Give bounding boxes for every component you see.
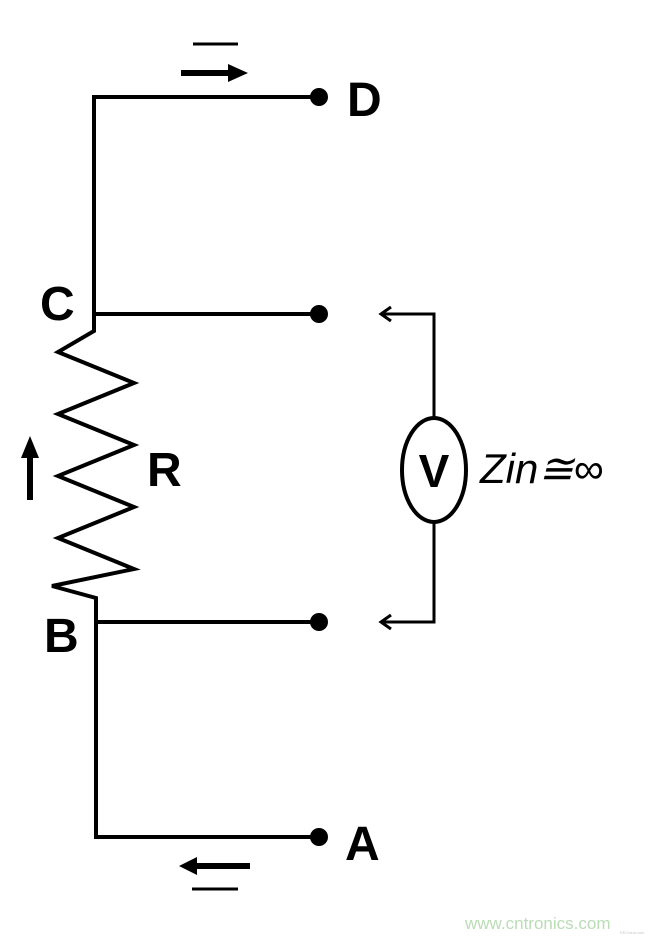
voltmeter-symbol: V [419,445,450,497]
voltmeter [400,416,468,524]
terminal-a [310,828,328,846]
resistor-label: R [147,444,182,497]
current-arrow-resistor [21,436,39,500]
node-label-a: A [345,818,380,871]
watermark: www.cntronics.com [464,914,610,933]
wire-c-to-d [92,95,320,316]
current-arrow-bottom [179,857,250,875]
node-label-b: B [44,610,79,663]
impedance-label: Zin≅∞ [479,445,603,492]
node-label-d: D [347,74,382,127]
resistor-r [51,312,141,624]
terminal-c [310,305,328,323]
node-label-c: C [40,278,75,331]
terminal-b [310,613,328,631]
watermark-small: EEChina.com [620,930,645,935]
wire-b-to-a [94,620,320,839]
probe-lead-bottom [383,522,436,624]
terminal-d [310,88,328,106]
probe-arrow-top [378,305,392,323]
current-arrow-top [181,64,248,82]
probe-arrow-bottom [378,613,392,631]
probe-lead-top [383,312,436,418]
